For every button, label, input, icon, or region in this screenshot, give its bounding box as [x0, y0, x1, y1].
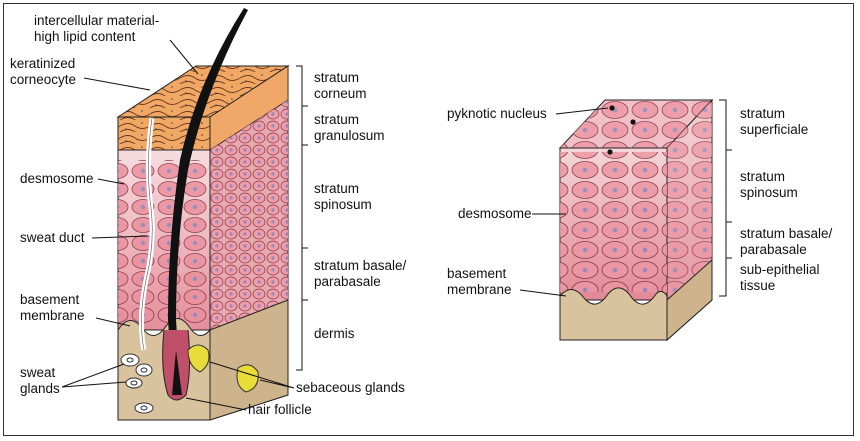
label-sweat-duct: sweat duct [20, 230, 85, 245]
layer-spinosum-right-1: stratum [740, 169, 785, 184]
layer-dermis: dermis [314, 326, 355, 341]
label-intercellular-2: high lipid content [34, 29, 136, 44]
label-corneocyte-2: corneocyte [10, 72, 76, 87]
right-layer-labels: stratum superficiale stratum spinosum st… [740, 106, 833, 293]
layer-subepithelial-2: tissue [740, 278, 775, 293]
left-layer-bracket [296, 66, 308, 370]
label-sweat-glands-1: sweat [20, 365, 56, 380]
leader-corneocyte [84, 78, 150, 90]
layer-superficiale-1: stratum [740, 106, 785, 121]
right-layer-bracket [719, 100, 732, 296]
layer-superficiale-2: superficiale [740, 122, 808, 137]
label-basement-left-2: membrane [20, 308, 85, 323]
layer-basale-1: stratum basale/ [314, 258, 407, 273]
label-basement-right-2: membrane [447, 282, 512, 297]
left-layer-labels: stratum corneum stratum granulosum strat… [314, 70, 407, 341]
layer-basale-2: parabasale [314, 274, 381, 289]
layer-basale-right-1: stratum basale/ [740, 226, 833, 241]
label-pyknotic: pyknotic nucleus [447, 106, 547, 121]
layer-granulosum-1: stratum [314, 112, 359, 127]
label-desmosome-right: desmosome [458, 206, 532, 221]
label-sebaceous: sebaceous glands [296, 380, 405, 395]
layer-corneum-1: stratum [314, 70, 359, 85]
leader-sweat-glands [62, 364, 126, 387]
label-sweat-glands-2: glands [20, 381, 60, 396]
layer-granulosum-2: granulosum [314, 128, 385, 143]
layer-spinosum-1: stratum [314, 181, 359, 196]
leader-intercellular [170, 40, 198, 74]
layer-spinosum-2: spinosum [314, 197, 372, 212]
left-skin-block [118, 8, 288, 420]
layer-corneum-2: corneum [314, 86, 367, 101]
layer-subepithelial-1: sub-epithelial [740, 262, 820, 277]
right-skin-block [560, 100, 712, 340]
layer-basale-right-2: parabasale [740, 242, 807, 257]
label-intercellular-1: intercellular material- [34, 13, 159, 28]
label-corneocyte-1: keratinized [10, 56, 75, 71]
leader-basement-right [520, 290, 566, 296]
label-basement-right-1: basement [447, 266, 507, 281]
label-hair-follicle: hair follicle [248, 402, 312, 417]
layer-spinosum-right-2: spinosum [740, 185, 798, 200]
label-desmosome-left: desmosome [20, 171, 94, 186]
label-basement-left-1: basement [20, 292, 80, 307]
